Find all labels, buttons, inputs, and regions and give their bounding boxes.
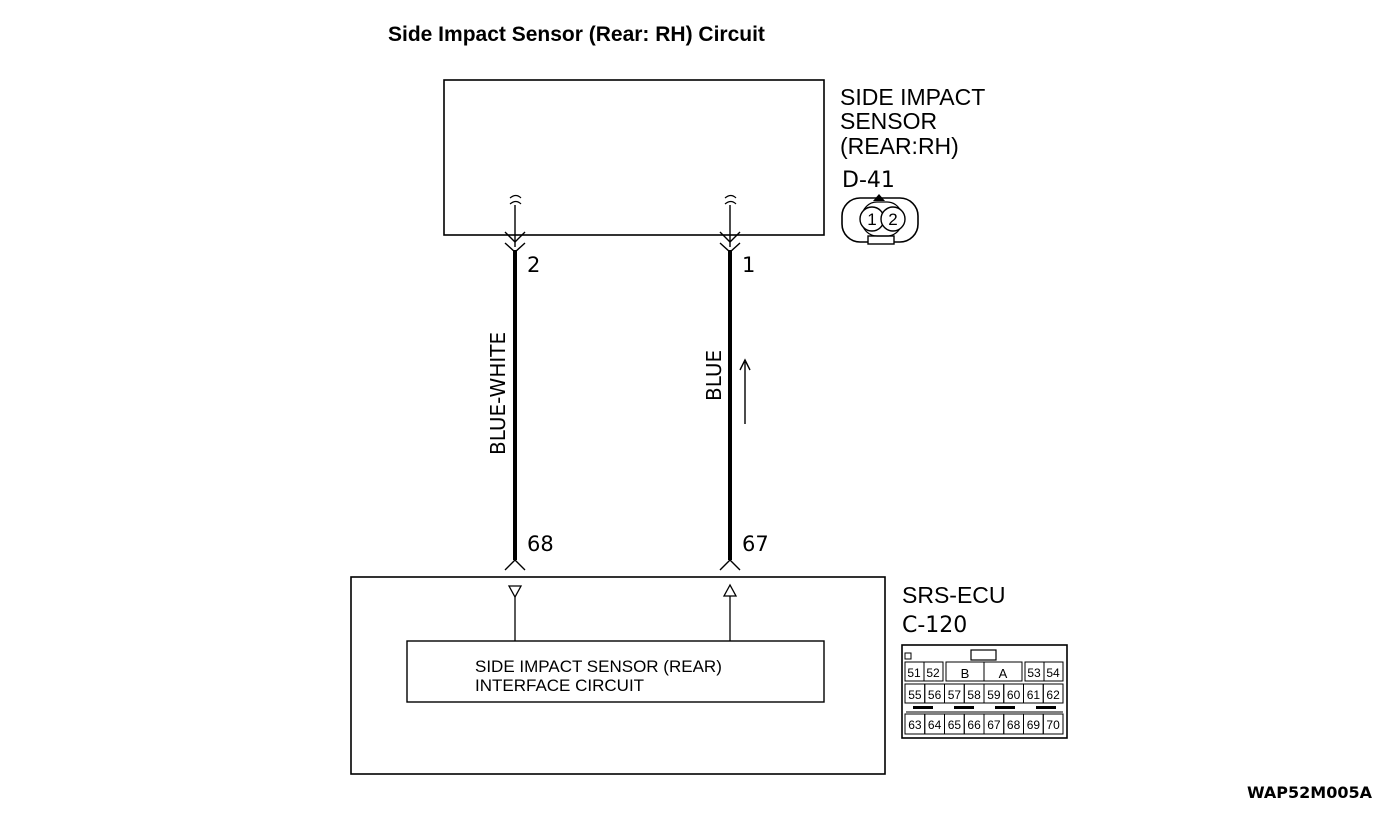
interface-circuit-line-1: SIDE IMPACT SENSOR (REAR) <box>475 657 722 676</box>
sensor-name-line-3: (REAR:RH) <box>840 133 959 159</box>
wire-blue <box>719 194 741 641</box>
sensor-cavity-1: 1 <box>867 210 876 229</box>
cavity-61: 61 <box>1027 688 1041 702</box>
side-impact-sensor-box <box>443 79 825 236</box>
ecu-name: SRS-ECU <box>902 582 1006 608</box>
ecu-pin-67-label: 67 <box>742 532 769 556</box>
wire-color-blue: BLUE <box>702 350 726 401</box>
interface-circuit-line-2: INTERFACE CIRCUIT <box>475 676 644 695</box>
sensor-pin-1-label: 1 <box>742 253 755 277</box>
cavity-55: 55 <box>908 688 922 702</box>
cavity-51: 51 <box>907 666 921 680</box>
wire-color-blue-white: BLUE-WHITE <box>486 332 510 455</box>
cavity-group-b: B <box>961 666 970 681</box>
cavity-66: 66 <box>967 718 981 732</box>
cavity-63: 63 <box>908 718 922 732</box>
cavity-62: 62 <box>1046 688 1060 702</box>
diagram-title: Side Impact Sensor (Rear: RH) Circuit <box>388 23 765 46</box>
ecu-connector-face-icon: 51 52 B A 53 54 55 56 57 58 59 60 61 62 <box>901 644 1068 739</box>
sensor-pin-2-label: 2 <box>527 253 540 277</box>
figure-code: WAP52M005A <box>1247 783 1373 802</box>
interface-circuit-box <box>406 640 825 703</box>
cavity-58: 58 <box>967 688 981 702</box>
sensor-cavity-2: 2 <box>888 210 897 229</box>
cavity-52: 52 <box>926 666 940 680</box>
srs-ecu-box <box>350 576 886 775</box>
cavity-53: 53 <box>1027 666 1041 680</box>
cavity-56: 56 <box>928 688 942 702</box>
sensor-connector-code: D-41 <box>842 168 895 193</box>
wire-blue-white <box>504 194 526 641</box>
cavity-65: 65 <box>948 718 962 732</box>
cavity-67: 67 <box>987 718 1001 732</box>
cavity-60: 60 <box>1007 688 1021 702</box>
signal-direction-arrow-icon <box>739 358 751 424</box>
ecu-pin-68-label: 68 <box>527 532 554 556</box>
cavity-59: 59 <box>987 688 1001 702</box>
sensor-connector-icon: 1 2 <box>841 194 919 245</box>
cavity-group-a: A <box>999 666 1008 681</box>
cavity-70: 70 <box>1046 718 1060 732</box>
ecu-connector-code: C-120 <box>902 613 967 638</box>
cavity-68: 68 <box>1007 718 1021 732</box>
cavity-64: 64 <box>928 718 942 732</box>
cavity-57: 57 <box>948 688 962 702</box>
cavity-54: 54 <box>1046 666 1060 680</box>
sensor-name-line-1: SIDE IMPACT <box>840 84 985 110</box>
sensor-name-line-2: SENSOR <box>840 108 937 134</box>
cavity-69: 69 <box>1027 718 1041 732</box>
